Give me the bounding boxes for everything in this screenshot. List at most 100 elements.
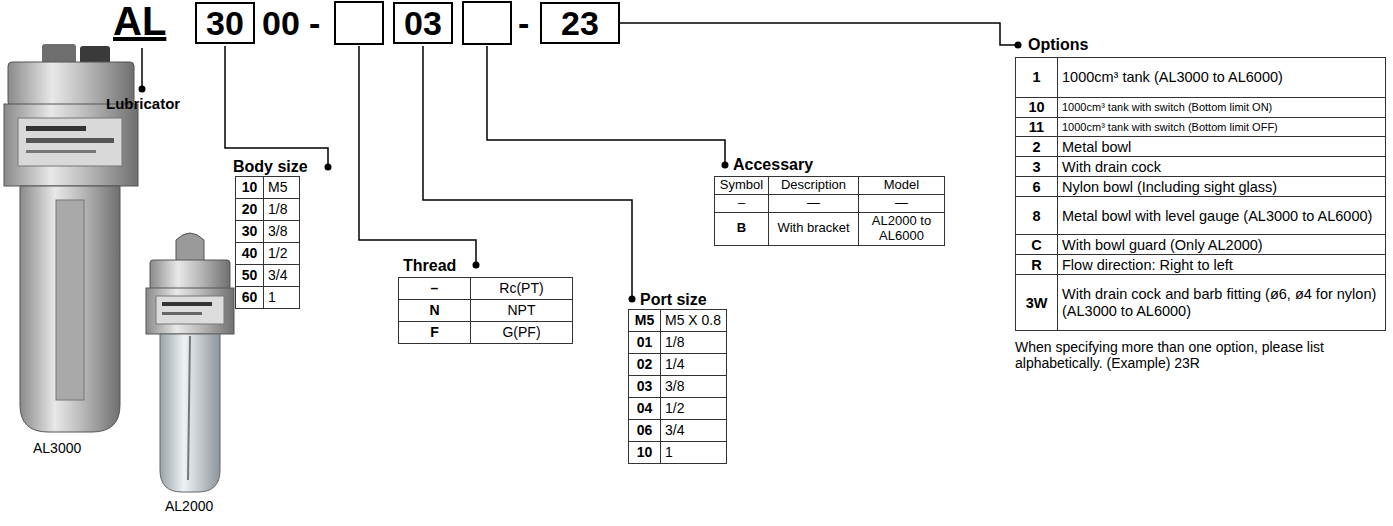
field-title: Body size bbox=[233, 158, 308, 176]
table-row: 11 1000cm³ tank with switch (Bottom limit… bbox=[1016, 117, 1386, 137]
table-row: M5M5 X 0.8 bbox=[629, 310, 727, 332]
table-row: 601 bbox=[236, 287, 300, 309]
cell-text: 10 bbox=[1028, 99, 1044, 115]
cell-text: 06 bbox=[637, 422, 653, 438]
plate-line bbox=[26, 138, 114, 143]
cell-text: B bbox=[737, 220, 746, 235]
table-cell: 1/8 bbox=[661, 332, 727, 354]
leader-dot bbox=[473, 262, 480, 269]
table-row: 063/4 bbox=[629, 420, 727, 442]
table-cell: M5 bbox=[264, 177, 300, 199]
code-dash: - bbox=[309, 4, 320, 43]
cell-text: Nylon bowl (Including sight glass) bbox=[1062, 179, 1277, 195]
cell-text: – bbox=[431, 280, 439, 296]
cell-text: 1000cm³ tank with switch (Bottom limit O… bbox=[1062, 101, 1272, 113]
table-cell: 3/8 bbox=[264, 221, 300, 243]
leader-dot bbox=[139, 86, 146, 93]
table-row: 303/8 bbox=[236, 221, 300, 243]
code-prefix: AL bbox=[113, 0, 166, 44]
table-cell: AL2000 to AL6000 bbox=[859, 212, 945, 245]
table-cell: 1/4 bbox=[661, 354, 727, 376]
table-row: CWith bowl guard (Only AL2000) bbox=[1016, 235, 1386, 255]
table-cell: 3W bbox=[1016, 275, 1058, 331]
table-cell: G(PF) bbox=[471, 322, 573, 344]
code-box: 03 bbox=[393, 2, 453, 44]
table-cell: 1000cm³ tank with switch (Bottom limit O… bbox=[1058, 98, 1386, 118]
body bbox=[4, 104, 138, 186]
field-title: Accessary bbox=[733, 156, 813, 174]
cell-text: 2 bbox=[1032, 139, 1040, 155]
product-label: AL3000 bbox=[33, 440, 81, 456]
table-cell: M5 bbox=[629, 310, 661, 332]
knob bbox=[80, 46, 110, 64]
cell-text: F bbox=[430, 324, 439, 340]
table-row: 201/8 bbox=[236, 199, 300, 221]
leader-dot bbox=[1015, 42, 1022, 49]
table-row: –—— bbox=[715, 194, 945, 212]
leader-line bbox=[225, 46, 328, 164]
cell-text: AL2000 to AL6000 bbox=[872, 213, 931, 243]
empty-code-box bbox=[335, 2, 383, 44]
cell-text: – bbox=[738, 195, 745, 210]
cell-text: 6 bbox=[1032, 179, 1040, 195]
cell-text: N bbox=[429, 302, 439, 318]
leader-dot bbox=[722, 162, 729, 169]
table-cell: Nylon bowl (Including sight glass) bbox=[1058, 177, 1386, 197]
cell-text: 1 bbox=[665, 444, 673, 460]
table-cell: 1/8 bbox=[264, 199, 300, 221]
field-title: Thread bbox=[403, 257, 456, 275]
table-row: 503/4 bbox=[236, 265, 300, 287]
spec-table: SymbolDescriptionModel–——BWith bracketAL… bbox=[714, 176, 945, 246]
field-title: Options bbox=[1028, 36, 1088, 54]
table-cell: 10 bbox=[236, 177, 264, 199]
table-row: 2 Metal bowl bbox=[1016, 137, 1386, 157]
table-cell: – bbox=[399, 278, 471, 300]
table-cell: 1/2 bbox=[661, 398, 727, 420]
cell-text: 03 bbox=[637, 378, 653, 394]
table-body: 11000cm³ tank (AL3000 to AL6000)101000cm… bbox=[1016, 58, 1386, 331]
cell-text: 1 bbox=[1032, 69, 1040, 85]
cell-text: 1/4 bbox=[665, 356, 684, 372]
cell-text: G(PF) bbox=[502, 324, 540, 340]
table-cell: 11 bbox=[1016, 117, 1058, 137]
cell-text: 60 bbox=[242, 289, 258, 305]
cell-text: With drain cock and barb fitting (ø6, ø4… bbox=[1062, 286, 1376, 319]
code-box: 23 bbox=[540, 2, 620, 44]
table-cell: F bbox=[399, 322, 471, 344]
table-row: 02 1/4 bbox=[629, 354, 727, 376]
table-cell: R bbox=[1016, 255, 1058, 275]
code-text: 23 bbox=[561, 6, 599, 40]
cell-text: Metal bowl bbox=[1062, 139, 1131, 155]
table-body: 10M5201/8303/8401/2503/4601 bbox=[236, 177, 300, 309]
cell-text: 3/8 bbox=[268, 223, 287, 239]
name-plate bbox=[18, 118, 122, 166]
plate-line bbox=[162, 312, 202, 315]
table-cell: 3/4 bbox=[264, 265, 300, 287]
cell-text: 11 bbox=[1029, 119, 1044, 135]
plate-line bbox=[162, 302, 212, 306]
table-cell: Metal bowl with level gauge (AL3000 to A… bbox=[1058, 197, 1386, 235]
table-row: 033/8 bbox=[629, 376, 727, 398]
cell-text: With bowl guard (Only AL2000) bbox=[1062, 237, 1263, 253]
table-cell: C bbox=[1016, 235, 1058, 255]
cell-text: M5 X 0.8 bbox=[665, 312, 721, 328]
spec-table: 10M5201/8303/8401/2503/4601 bbox=[235, 176, 300, 309]
cell-text: 1/8 bbox=[665, 334, 684, 350]
cell-text: Description bbox=[781, 177, 846, 192]
table-cell: 1 bbox=[661, 442, 727, 464]
cell-text: 02 bbox=[637, 356, 653, 372]
cell-text: 1000cm³ tank with switch (Bottom limit O… bbox=[1062, 121, 1278, 133]
table-row: 3With drain cock bbox=[1016, 157, 1386, 177]
table-row: NNPT bbox=[399, 300, 573, 322]
plate-line bbox=[26, 150, 96, 153]
cell-text: Metal bowl with level gauge (AL3000 to A… bbox=[1062, 208, 1372, 224]
table-cell: — bbox=[769, 194, 859, 212]
cell-text: 10 bbox=[637, 444, 653, 460]
table-row: RFlow direction: Right to left bbox=[1016, 255, 1386, 275]
cell-text: Flow direction: Right to left bbox=[1062, 257, 1233, 273]
table-cell: – bbox=[715, 194, 769, 212]
table-row: BWith bracketAL2000 to AL6000 bbox=[715, 212, 945, 245]
table-cell: 02 bbox=[629, 354, 661, 376]
field-title: Port size bbox=[640, 291, 707, 309]
table-cell: With bowl guard (Only AL2000) bbox=[1058, 235, 1386, 255]
